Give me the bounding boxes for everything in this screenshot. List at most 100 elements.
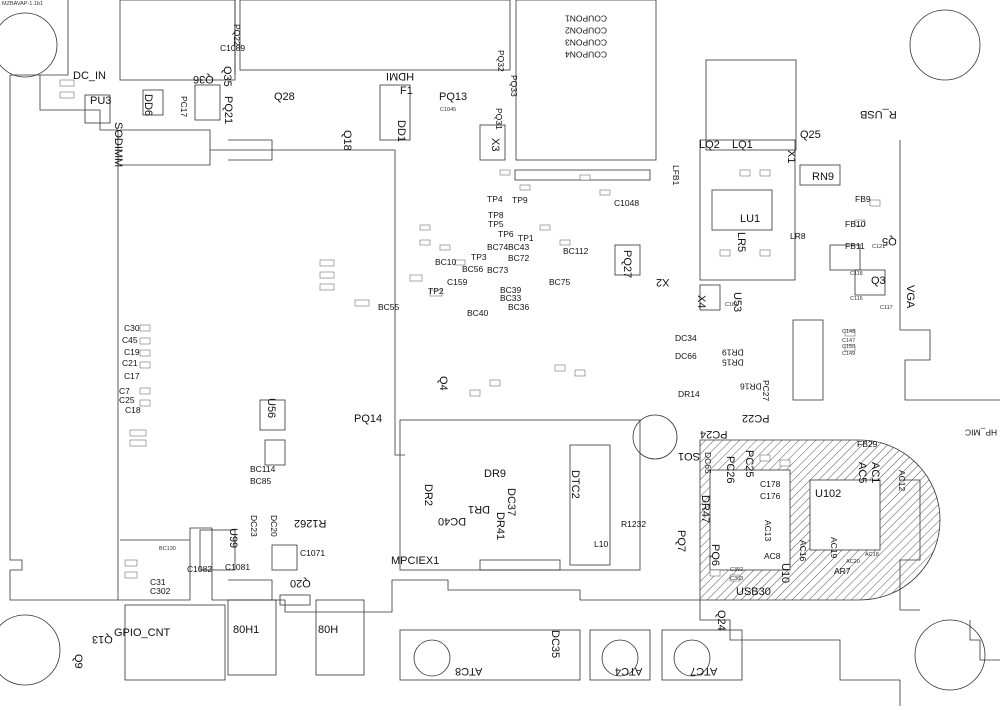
part-label: Q24 xyxy=(715,610,727,631)
part-label: C17 xyxy=(124,371,140,381)
part-label: DTC2 xyxy=(569,470,581,499)
part-label: AC1 xyxy=(869,462,881,484)
connector-vga: VGA xyxy=(904,285,916,309)
part-label: AC5 xyxy=(856,462,868,484)
part-label: BC130 xyxy=(159,546,176,552)
part-label: BC85 xyxy=(250,476,272,486)
part-label: U10 xyxy=(779,563,791,584)
part-label: C1089 xyxy=(220,43,246,53)
part-label: Q4 xyxy=(437,376,449,391)
part-label: BC40 xyxy=(467,308,489,318)
part-label: AC20 xyxy=(846,559,860,565)
board-id-text: MZBAVAP-1.1b1 xyxy=(2,1,44,7)
part-label: Q13 xyxy=(92,633,113,645)
part-label: TP3 xyxy=(471,252,487,262)
part-label: BC112 xyxy=(563,246,589,256)
part-label: PC24 xyxy=(700,428,728,440)
part-label: BC10 xyxy=(435,257,457,267)
atc-label: ATC8 xyxy=(455,665,483,677)
part-label: TP8 xyxy=(488,210,504,220)
part-label: TP1 xyxy=(518,233,534,243)
part-label: C392 xyxy=(730,567,744,573)
part-label: TP4 xyxy=(487,194,503,204)
part-label: PC25 xyxy=(743,450,755,478)
part-label: BC74 xyxy=(487,242,509,252)
part-label: DC20 xyxy=(269,515,279,537)
part-label: X3 xyxy=(489,138,501,152)
part-label: C45 xyxy=(122,335,138,345)
part-label: DC34 xyxy=(675,333,697,343)
part-label: DC23 xyxy=(249,515,259,537)
part-label: C178 xyxy=(760,479,781,489)
connector-gpio-cnt: GPIO_CNT xyxy=(114,627,171,639)
part-label: C1081 xyxy=(225,562,251,572)
connector-mpciex1: MPCIEX1 xyxy=(391,555,440,567)
part-label: BC73 xyxy=(487,265,509,275)
part-label: PC27 xyxy=(761,380,771,402)
part-label: C118 xyxy=(850,271,863,277)
part-label: BC114 xyxy=(250,464,276,474)
part-label: LFB1 xyxy=(671,165,681,186)
part-label: LR8 xyxy=(790,231,806,241)
part-label: C121 xyxy=(872,244,886,250)
part-label: AC12 xyxy=(897,470,907,492)
part-label: BC55 xyxy=(378,302,400,312)
part-label: AC18 xyxy=(865,552,879,558)
part-label: L10 xyxy=(594,539,609,549)
part-label: AR7 xyxy=(834,566,851,576)
part-label: TP6 xyxy=(498,229,514,239)
part-label: R1262 xyxy=(294,517,327,529)
part-label: C1048 xyxy=(614,198,640,208)
part-label: DD6 xyxy=(142,94,154,117)
part-label: BC33 xyxy=(500,293,522,303)
coupon-label: COUPON3 xyxy=(565,37,608,48)
part-label: PQ6 xyxy=(709,544,721,567)
part-label: Q20 xyxy=(290,577,311,589)
part-label: C159 xyxy=(447,277,468,287)
part-label: C302 xyxy=(150,586,171,596)
part-label: F1 xyxy=(400,85,413,97)
coupon-label: COUPON2 xyxy=(565,25,608,36)
part-label: DC66 xyxy=(675,351,697,361)
part-label: LR5 xyxy=(735,232,747,253)
part-label: AC8 xyxy=(764,551,781,561)
part-label: PQ14 xyxy=(354,413,383,425)
part-label: C31 xyxy=(150,577,166,587)
connector-usb30: USB30 xyxy=(736,586,771,598)
connector-dc-in: DC_IN xyxy=(73,70,107,82)
mount-hole-label: 80H1 xyxy=(233,624,260,636)
part-label: DR15 xyxy=(722,357,744,368)
part-label: DR19 xyxy=(722,347,744,358)
part-label: FB10 xyxy=(845,219,866,229)
part-label: X1 xyxy=(785,150,797,164)
part-label: Q3 xyxy=(871,275,886,287)
part-label: AC19 xyxy=(829,537,839,559)
part-label: BC72 xyxy=(508,253,530,263)
part-label: PC22 xyxy=(742,412,770,424)
part-label: DC65 xyxy=(703,452,713,474)
part-label: BC36 xyxy=(508,302,530,312)
part-label: C116 xyxy=(850,296,863,302)
part-label: X2 xyxy=(656,276,670,288)
part-label: C147 xyxy=(842,338,856,344)
part-label: R1232 xyxy=(621,519,647,529)
part-label: U56 xyxy=(265,398,277,419)
part-label: DR1 xyxy=(468,503,491,515)
part-label: Q35 xyxy=(221,66,233,87)
part-label: FB9 xyxy=(855,194,871,204)
part-label: AC13 xyxy=(763,520,773,542)
part-label: C19 xyxy=(124,347,140,357)
part-label: PC26 xyxy=(724,456,736,484)
part-label: PU3 xyxy=(90,95,112,107)
part-label: TP2 xyxy=(428,286,444,296)
part-label: C117 xyxy=(880,305,893,311)
part-label: DC37 xyxy=(505,488,517,517)
part-label: PQ33 xyxy=(509,75,519,97)
part-label: BC75 xyxy=(549,277,571,287)
part-label: PQ32 xyxy=(496,50,506,72)
part-label: TP5 xyxy=(488,219,504,229)
part-label: C148 xyxy=(842,329,856,335)
part-label: C363 xyxy=(730,576,744,582)
